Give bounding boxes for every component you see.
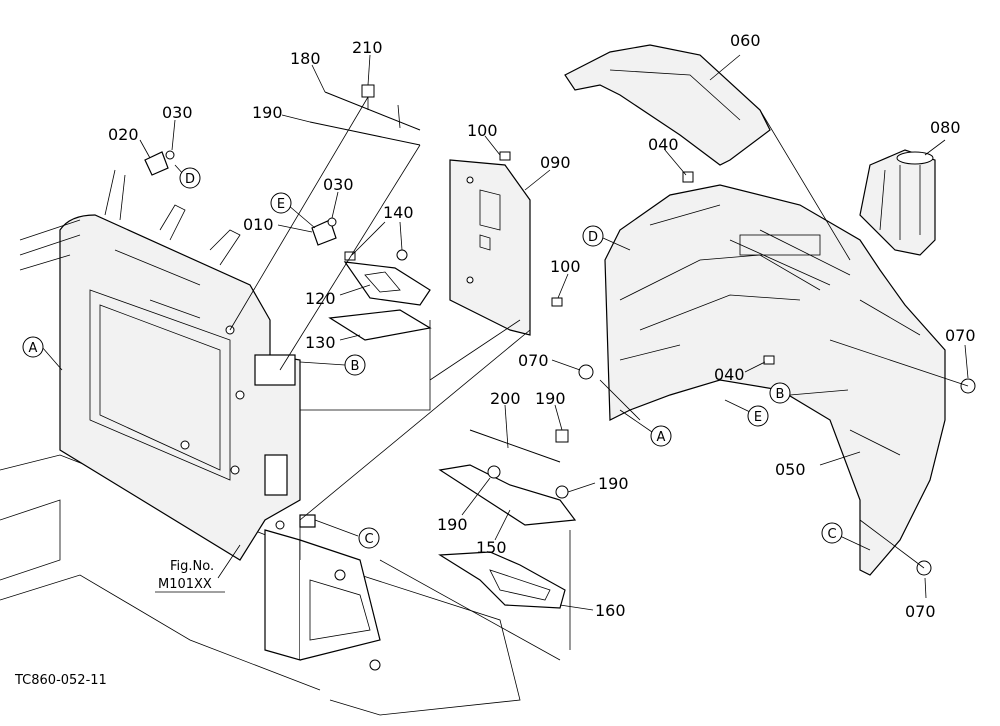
fig-ref-number: M101XX — [158, 577, 212, 592]
ref-b-right: B — [769, 382, 791, 404]
callout-010: 010 — [243, 215, 274, 234]
svg-text:D: D — [185, 172, 195, 187]
svg-text:B: B — [351, 359, 360, 374]
svg-text:E: E — [277, 197, 285, 212]
bolt-040-lower — [763, 355, 775, 365]
ref-d-left: D — [179, 167, 201, 189]
bolt-140 — [344, 249, 408, 261]
fig-ref-label: Fig.No. — [170, 559, 214, 574]
svg-text:E: E — [754, 410, 762, 425]
callout-020: 020 — [108, 125, 139, 144]
plate-180 — [309, 104, 421, 146]
callout-120: 120 — [305, 289, 336, 308]
callout-040-top: 040 — [648, 135, 679, 154]
svg-text:C: C — [827, 527, 836, 542]
callout-180: 190 — [252, 103, 283, 122]
cover-060 — [564, 44, 771, 166]
plate-170 — [324, 91, 421, 131]
plate-210 — [469, 429, 561, 463]
frame-assembly — [0, 169, 521, 716]
callout-210: 200 — [490, 389, 521, 408]
ref-c-right: C — [821, 522, 843, 544]
ref-e-left: E — [270, 192, 292, 214]
callout-170: 180 — [290, 49, 321, 68]
ref-a-right: A — [650, 425, 672, 447]
bolt-070-left — [578, 364, 594, 380]
reference-markers: D E A B C D A B — [22, 167, 843, 549]
svg-text:D: D — [588, 230, 598, 245]
svg-text:B: B — [776, 387, 785, 402]
callout-030-mid: 030 — [323, 175, 354, 194]
callout-130: 130 — [305, 333, 336, 352]
ref-a-left: A — [22, 336, 44, 358]
drawing-code: TC860-052-11 — [14, 673, 107, 688]
callout-100-top: 100 — [467, 121, 498, 140]
boot-080 — [859, 149, 936, 256]
callout-190-right: 190 — [598, 474, 629, 493]
cover-050 — [604, 184, 946, 576]
bracket-020 — [144, 150, 175, 176]
bolt-190-a — [555, 429, 569, 443]
cover-090 — [449, 159, 531, 336]
ref-c-left: C — [358, 527, 380, 549]
callout-040-lower: 040 — [714, 365, 745, 384]
callout-070-left: 070 — [518, 351, 549, 370]
bolt-100-bottom — [551, 297, 563, 307]
figure-reference: Fig.No. M101XX — [155, 559, 225, 593]
ref-e-right: E — [747, 405, 769, 427]
callout-030-top: 030 — [162, 103, 193, 122]
callout-150: 150 — [476, 538, 507, 557]
leader-lines — [41, 54, 969, 661]
callout-070-right: 070 — [945, 326, 976, 345]
plate-160 — [438, 551, 566, 609]
plate-130 — [328, 309, 432, 341]
bolt-190-c — [487, 465, 501, 479]
callout-190-left: 190 — [437, 515, 468, 534]
ref-d-right: D — [582, 225, 604, 247]
callout-140: 140 — [383, 203, 414, 222]
callout-060: 060 — [730, 31, 761, 50]
svg-text:A: A — [657, 430, 666, 445]
plate-150 — [438, 464, 577, 526]
plate-120 — [343, 261, 431, 306]
callout-labels: 180 210 190 030 020 030 010 140 120 130 … — [108, 31, 976, 621]
bracket-010 — [311, 217, 337, 246]
bolt-040-top — [682, 171, 694, 183]
ref-b-left: B — [344, 354, 366, 376]
callout-050: 050 — [775, 460, 806, 479]
svg-text:A: A — [29, 341, 38, 356]
callout-080: 080 — [930, 118, 961, 137]
callout-090: 090 — [540, 153, 571, 172]
bolt-100-top — [499, 151, 511, 161]
callout-070-bottom: 070 — [905, 602, 936, 621]
callout-160: 160 — [595, 601, 626, 620]
bolt-190-b — [555, 485, 569, 499]
callout-200: 210 — [352, 38, 383, 57]
callout-190-top: 190 — [535, 389, 566, 408]
svg-text:C: C — [364, 532, 373, 547]
callout-100-mid: 100 — [550, 257, 581, 276]
